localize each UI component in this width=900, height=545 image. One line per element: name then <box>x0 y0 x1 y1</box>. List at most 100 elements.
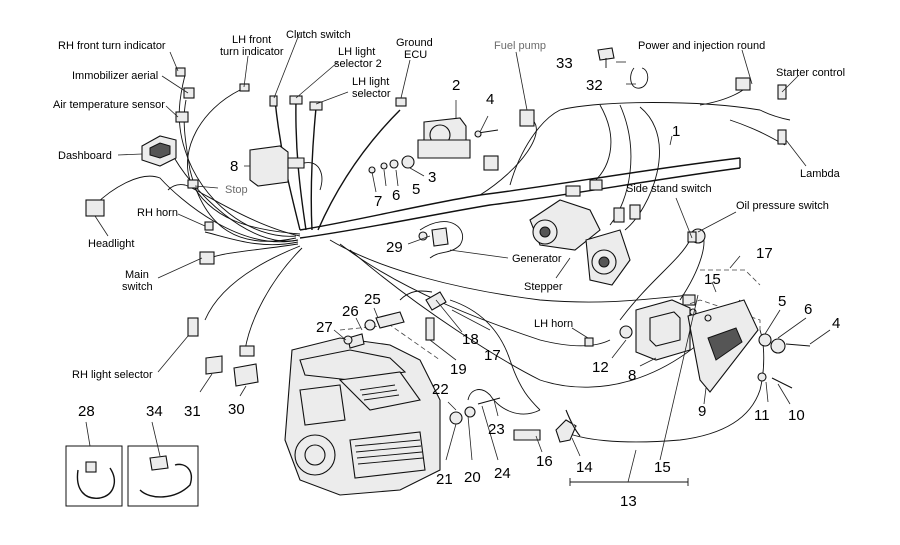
ref-num-6-top: 6 <box>392 187 400 204</box>
item-34-box <box>127 445 199 507</box>
ref-num-17-mid: 17 <box>484 347 501 364</box>
ref-num-24: 24 <box>494 465 511 482</box>
hardware-top <box>368 129 499 174</box>
ref-num-17-right: 17 <box>756 245 773 262</box>
ref-num-25: 25 <box>364 291 381 308</box>
side-stand-connector <box>682 294 696 306</box>
label-lh-light-selector-line2: selector <box>352 88 391 100</box>
ref-num-6-right: 6 <box>804 301 812 318</box>
label-lh-light-selector-2-line2: selector 2 <box>334 58 382 70</box>
ref-num-1: 1 <box>672 123 680 140</box>
ref-num-27: 27 <box>316 319 333 336</box>
air-temp-sensor <box>175 111 189 123</box>
ref-num-12: 12 <box>592 359 609 376</box>
label-dashboard: Dashboard <box>58 150 112 162</box>
ref-num-34: 34 <box>146 403 163 420</box>
ref-num-18: 18 <box>462 331 479 348</box>
lh-light-selector-connector <box>309 101 323 111</box>
main-switch-connector <box>199 251 215 265</box>
item-29 <box>418 227 449 247</box>
ref-num-22: 22 <box>432 381 449 398</box>
label-headlight: Headlight <box>88 238 134 250</box>
item-28-box <box>65 445 123 507</box>
rh-light-selector-plug <box>239 345 255 357</box>
item-2-sensor <box>417 117 499 171</box>
ref-num-8-right: 8 <box>628 367 636 384</box>
label-lh-light-selector-line1: LH light <box>352 76 389 88</box>
ref-num-15-right: 15 <box>704 271 721 288</box>
ref-num-16: 16 <box>536 453 553 470</box>
bracket-13 <box>569 478 689 486</box>
rh-light-selector-connector <box>187 317 199 337</box>
label-starter-control: Starter control <box>776 67 845 79</box>
label-main-switch-line2: switch <box>122 281 153 293</box>
text-labels: RH front turn indicator LH front turn in… <box>53 29 845 381</box>
ref-num-5-top: 5 <box>412 181 420 198</box>
label-side-stand-switch: Side stand switch <box>626 183 712 195</box>
ref-num-2: 2 <box>452 77 460 94</box>
label-oil-pressure-switch: Oil pressure switch <box>736 200 829 212</box>
bottom-parts <box>205 291 581 443</box>
stop-connector <box>187 179 199 189</box>
lh-horn-connector <box>584 337 594 347</box>
item-31 <box>205 355 223 375</box>
rh-front-turn-connector <box>175 67 186 77</box>
throttle-bodies <box>529 179 641 286</box>
ref-num-28: 28 <box>78 403 95 420</box>
label-stop: Stop <box>225 184 248 196</box>
label-lambda: Lambda <box>800 168 841 180</box>
ref-num-19: 19 <box>450 361 467 378</box>
ref-num-13: 13 <box>620 493 637 510</box>
relay-8-top <box>249 145 323 191</box>
leader-lines <box>85 31 831 483</box>
engine-block <box>284 324 441 496</box>
label-power-injection-round: Power and injection round <box>638 40 765 52</box>
item-33-32 <box>597 47 649 89</box>
clutch-switch-connector <box>269 95 278 107</box>
label-immobilizer-aerial: Immobilizer aerial <box>72 70 158 82</box>
label-rh-front-turn-indicator: RH front turn indicator <box>58 40 166 52</box>
label-lh-front-line2: turn indicator <box>220 46 284 58</box>
ref-num-30: 30 <box>228 401 245 418</box>
label-rh-horn: RH horn <box>137 207 178 219</box>
ref-num-14: 14 <box>576 459 593 476</box>
label-rh-light-selector: RH light selector <box>72 369 153 381</box>
ref-num-29: 29 <box>386 239 403 256</box>
ref-num-15-bottom: 15 <box>654 459 671 476</box>
ref-num-32: 32 <box>586 77 603 94</box>
ref-num-23: 23 <box>488 421 505 438</box>
power-ring-terminal <box>735 77 751 91</box>
ref-num-8-top: 8 <box>230 158 238 175</box>
ground-ecu-connector <box>395 97 407 107</box>
label-ground-ecu-line2: ECU <box>404 49 427 61</box>
label-lh-front-line1: LH front <box>232 34 271 46</box>
label-generator: Generator <box>512 253 562 265</box>
reference-numbers: 1 2 3 4 5 6 7 8 33 32 29 17 15 5 6 4 26 … <box>78 55 840 510</box>
headlight-connector <box>85 199 105 217</box>
fuel-pump-connector <box>519 109 535 127</box>
label-ground-ecu-line1: Ground <box>396 37 433 49</box>
lambda-connector <box>777 129 787 145</box>
lh-light-selector-2-connector <box>289 95 303 105</box>
ref-num-31: 31 <box>184 403 201 420</box>
ref-num-20: 20 <box>464 469 481 486</box>
item-30 <box>233 363 259 387</box>
ref-num-5-right: 5 <box>778 293 786 310</box>
ref-num-4-top: 4 <box>486 91 494 108</box>
ref-num-7: 7 <box>374 193 382 210</box>
ref-num-9: 9 <box>698 403 706 420</box>
label-fuel-pump: Fuel pump <box>494 40 546 52</box>
ref-num-3: 3 <box>428 169 436 186</box>
box-items <box>65 445 199 507</box>
ref-num-21: 21 <box>436 471 453 488</box>
ecu-group <box>619 269 811 393</box>
dashboard <box>141 135 177 167</box>
immobilizer-connector <box>183 87 195 99</box>
label-lh-horn: LH horn <box>534 318 573 330</box>
ref-num-11: 11 <box>754 407 770 424</box>
ref-num-26: 26 <box>342 303 359 320</box>
label-lh-light-selector-2-line1: LH light <box>338 46 375 58</box>
ref-num-33: 33 <box>556 55 573 72</box>
ref-num-4-right: 4 <box>832 315 840 332</box>
